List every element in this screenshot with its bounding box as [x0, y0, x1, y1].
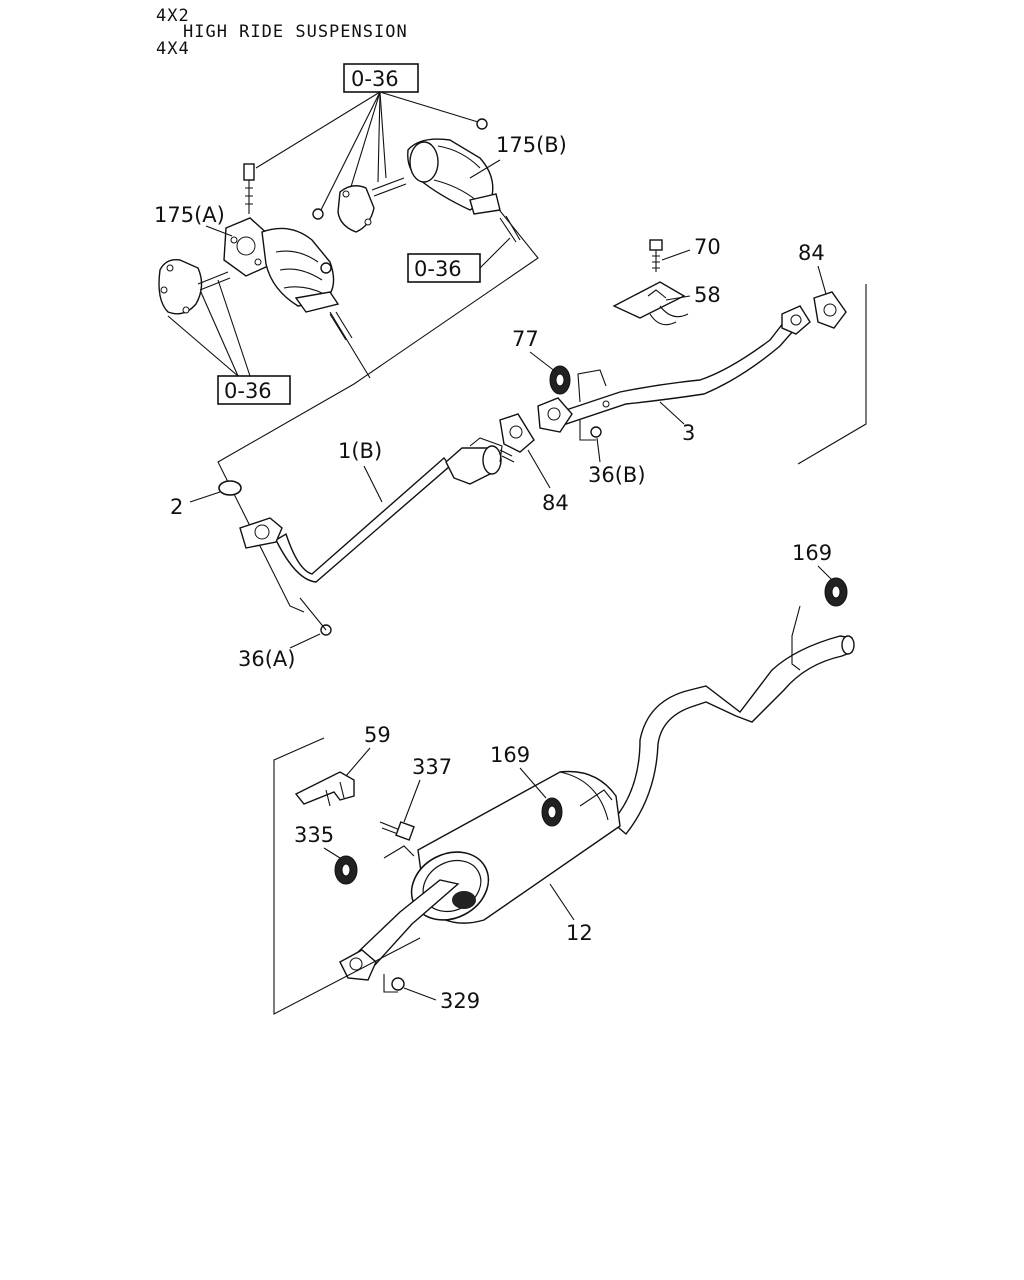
callout-36a: 36(A) — [238, 647, 295, 671]
bolt-70[interactable] — [649, 239, 663, 272]
header-line-suspension: HIGH RIDE SUSPENSION — [183, 22, 408, 42]
callout-169-muffler: 169 — [490, 743, 530, 767]
callout-77: 77 — [512, 327, 539, 351]
rubber-mount-77[interactable] — [549, 365, 571, 395]
ref-box-top-label: 0-36 — [351, 67, 399, 91]
intermediate-pipe-3[interactable] — [537, 305, 811, 433]
header-line-4x2: 4X2 — [156, 6, 190, 26]
callout-84-front: 84 — [542, 491, 569, 515]
callout-70: 70 — [694, 235, 721, 259]
catalytic-converter-a[interactable] — [158, 163, 353, 341]
callout-175b: 175(B) — [496, 133, 567, 157]
front-pipe-1b[interactable] — [239, 437, 515, 583]
callout-329: 329 — [440, 989, 480, 1013]
callout-169-top: 169 — [792, 541, 832, 565]
bracket-58[interactable] — [612, 281, 689, 326]
callout-335: 335 — [294, 823, 334, 847]
bracket-59[interactable] — [294, 771, 355, 807]
callout-59: 59 — [364, 723, 391, 747]
callout-84-rear: 84 — [798, 241, 825, 265]
rubber-mount-169-top[interactable] — [824, 577, 848, 607]
rubber-mount-169-muffler[interactable] — [541, 797, 563, 827]
callouts: 175(A) 175(B) 70 84 58 77 3 36(B) 1(B) 2… — [154, 133, 833, 1013]
ref-leaders — [167, 91, 539, 613]
bolt-337[interactable] — [379, 821, 415, 841]
ref-box-left[interactable]: 0-36 — [217, 375, 291, 405]
tail-pipe[interactable] — [611, 605, 855, 836]
ref-box-mid[interactable]: 0-36 — [407, 253, 481, 283]
gasket-84-front[interactable] — [499, 413, 535, 453]
nut-329[interactable] — [383, 974, 405, 993]
callout-12: 12 — [566, 921, 593, 945]
bracket-frame-right — [797, 284, 867, 465]
callout-3: 3 — [682, 421, 695, 445]
muffler-12[interactable] — [339, 770, 621, 981]
bracket-frame-left — [273, 737, 421, 1015]
callout-36b: 36(B) — [588, 463, 646, 487]
ref-box-mid-label: 0-36 — [414, 257, 462, 281]
ref-box-top[interactable]: 0-36 — [343, 63, 419, 93]
catalytic-converter-b[interactable] — [337, 118, 521, 243]
callout-1b: 1(B) — [338, 439, 382, 463]
callout-2: 2 — [170, 495, 183, 519]
rubber-mount-335[interactable] — [334, 855, 358, 885]
gasket-84-rear[interactable] — [813, 291, 847, 329]
gasket-2[interactable] — [218, 480, 242, 496]
nut-36a[interactable] — [299, 597, 332, 636]
callout-58: 58 — [694, 283, 721, 307]
callout-337: 337 — [412, 755, 452, 779]
nut-36b[interactable] — [579, 420, 602, 441]
header-line-4x4: 4X4 — [156, 39, 190, 59]
callout-175a: 175(A) — [154, 203, 225, 227]
ref-box-left-label: 0-36 — [224, 379, 272, 403]
